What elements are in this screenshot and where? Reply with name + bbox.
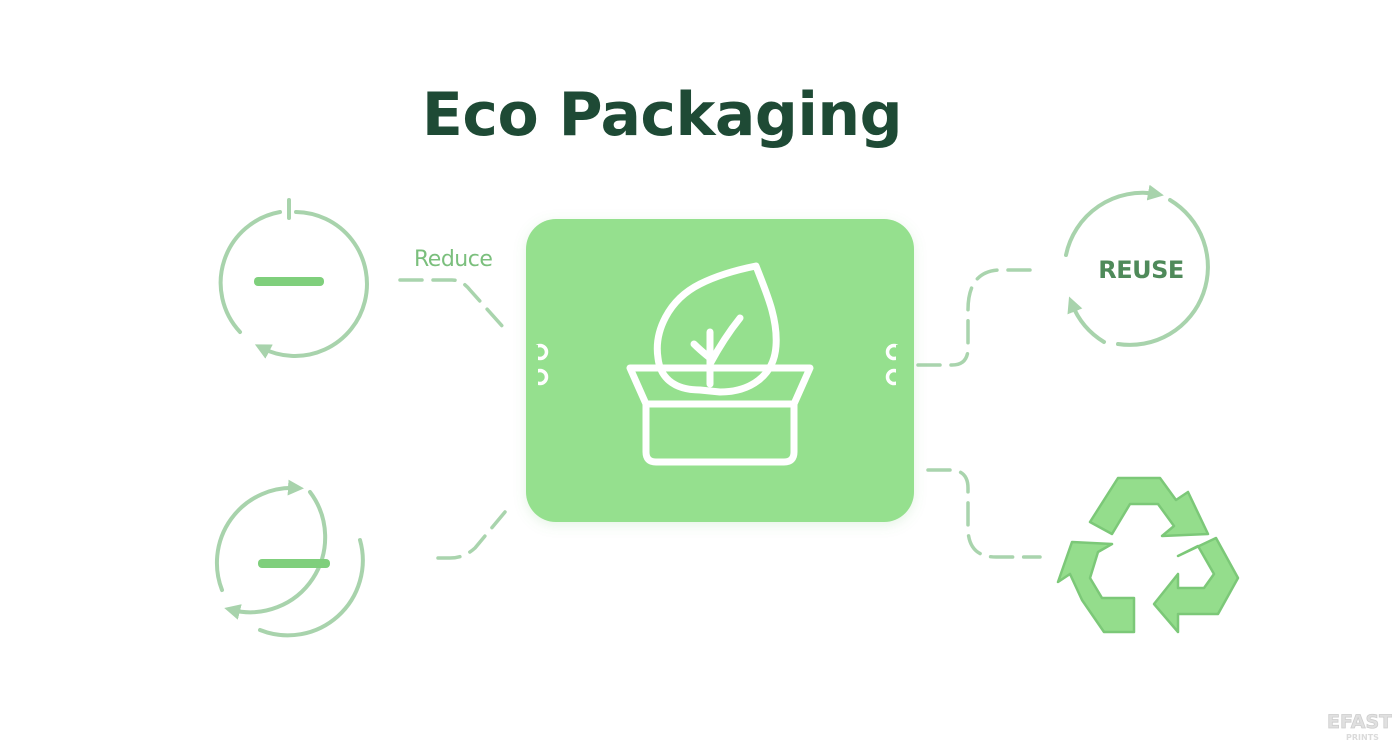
- ring-arc: [1116, 198, 1210, 347]
- connector-top-right: [916, 268, 1042, 367]
- recycle-arrow-left: [1056, 540, 1136, 634]
- page-title: Eco Packaging: [422, 80, 902, 150]
- minus-bar: [254, 277, 324, 286]
- reduce-label: Reduce: [414, 247, 492, 272]
- container-shape: [626, 364, 814, 466]
- recycle-icon: [1056, 476, 1240, 634]
- ring-arc: [214, 479, 304, 592]
- leaf-vein: [690, 340, 714, 362]
- minus-cycle-icon: [218, 198, 369, 359]
- ring-arc: [258, 538, 365, 638]
- ring-arc: [224, 490, 328, 620]
- central-packaging-box: [526, 219, 914, 522]
- leaf-container-icon: [626, 262, 814, 466]
- ring-arc: [1064, 184, 1164, 257]
- minus-cycle-icon: [214, 479, 365, 638]
- connectors: [398, 268, 1042, 560]
- watermark-line1: EFAST: [1327, 711, 1392, 733]
- reuse-label: REUSE: [1098, 256, 1184, 284]
- recycle-arrow-right: [1152, 536, 1240, 634]
- ring-arc: [218, 210, 282, 334]
- connector-bottom-left: [436, 510, 507, 560]
- watermark-logo: EFAST PRINTS: [1327, 711, 1392, 742]
- minus-bar: [258, 559, 330, 568]
- watermark-line2: PRINTS: [1346, 733, 1379, 742]
- reuse-cycle-icon: REUSE: [1064, 184, 1210, 347]
- connector-bottom-right: [926, 468, 1042, 559]
- recycle-arrow-top: [1088, 476, 1210, 538]
- ring-arc: [254, 210, 369, 359]
- ring-arc: [1067, 296, 1106, 344]
- connector-top-left: [398, 278, 505, 329]
